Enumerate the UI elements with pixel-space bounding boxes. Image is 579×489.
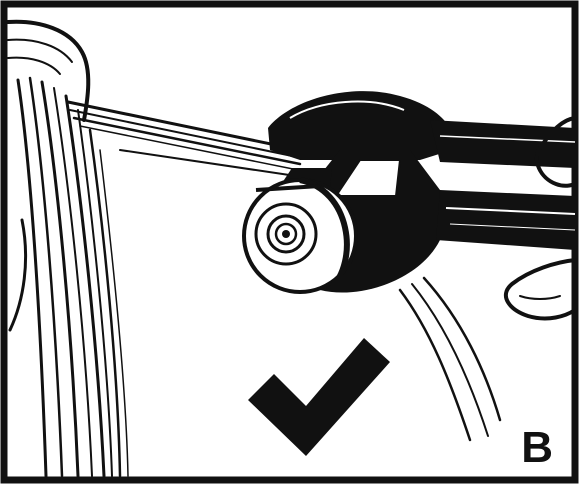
curler-device [268, 91, 576, 293]
panel-label: B [521, 423, 553, 472]
hair-strands [16, 76, 129, 478]
head-silhouette [6, 19, 91, 332]
barrel-face [242, 177, 358, 294]
hands [504, 116, 577, 321]
checkmark-icon [248, 338, 390, 456]
motion-lines [398, 276, 502, 442]
hair-section [66, 100, 303, 177]
